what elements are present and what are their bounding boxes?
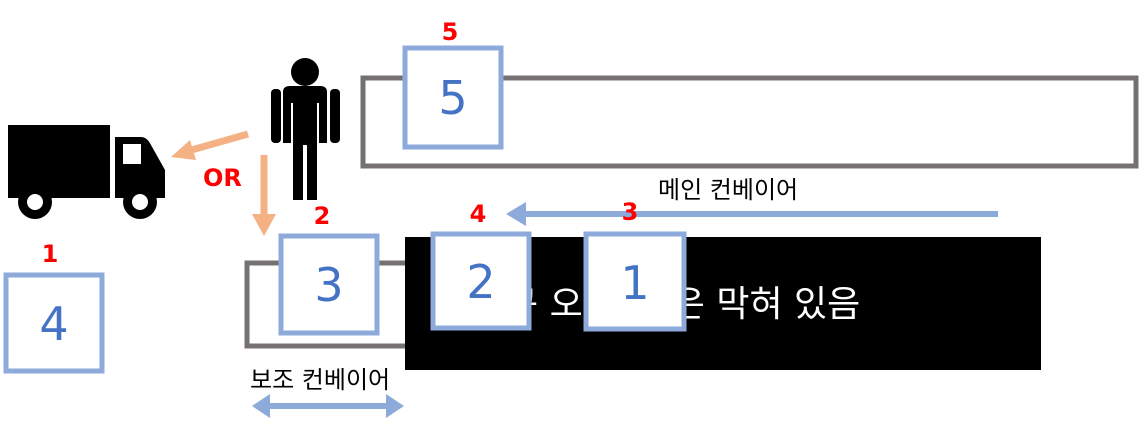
sub-arrow-right-head-icon xyxy=(386,394,404,418)
box-3 xyxy=(278,233,380,336)
box-4 xyxy=(3,272,105,374)
box-5 xyxy=(402,45,504,150)
box-5-tag: 5 xyxy=(442,18,459,46)
truck-icon xyxy=(8,125,165,219)
sub-arrow-left-head-icon xyxy=(252,394,270,418)
box-3-number: 3 xyxy=(314,258,343,312)
box-2 xyxy=(430,231,532,331)
box-3-tag: 2 xyxy=(314,202,331,230)
to-sub-conveyor-arrow-head-icon xyxy=(252,214,276,236)
to-truck-arrow xyxy=(187,130,249,155)
box-2-tag: 4 xyxy=(470,200,487,228)
box-1-tag: 3 xyxy=(622,198,639,226)
to-truck-arrow-head-icon xyxy=(171,140,196,160)
box-1 xyxy=(583,231,687,332)
box-4-number: 4 xyxy=(39,297,68,351)
main-conveyor-label: 메인 컨베이어 xyxy=(658,176,798,204)
main-conveyor xyxy=(360,75,1139,169)
box-2-number: 2 xyxy=(466,255,495,309)
person-icon xyxy=(271,58,340,200)
sub-conveyor-label: 보조 컨베이어 xyxy=(250,366,390,394)
main-arrow-head-icon xyxy=(506,202,526,226)
box-5-number: 5 xyxy=(438,71,467,125)
box-1-number: 1 xyxy=(620,256,649,310)
or-label: OR xyxy=(203,164,242,192)
box-4-tag: 1 xyxy=(42,240,59,268)
